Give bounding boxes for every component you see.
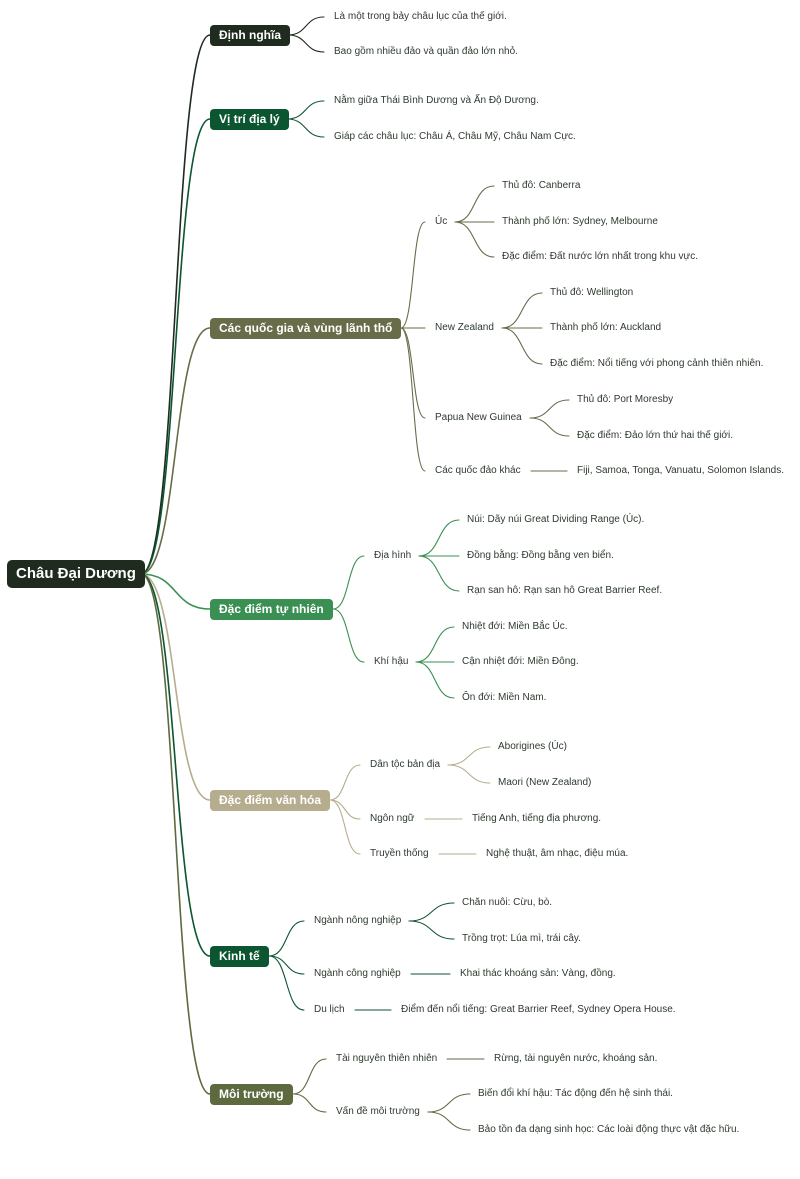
sub-connector — [292, 1058, 327, 1095]
branch-node-2[interactable]: Vị trí địa lý — [210, 108, 289, 130]
branch-node-5[interactable]: Đặc điểm văn hóa — [210, 789, 331, 811]
sub-node[interactable]: Khí hậu — [374, 656, 409, 667]
sub-connector — [400, 221, 426, 329]
sub-connector — [400, 327, 426, 419]
sub-node[interactable]: Truyền thống — [370, 848, 429, 859]
sub-node[interactable]: Úc — [435, 216, 448, 227]
sub-connector — [268, 955, 305, 1011]
branch-node-7[interactable]: Môi trường — [210, 1083, 293, 1105]
leaf-node[interactable]: Núi: Dãy núi Great Dividing Range (Úc). — [467, 514, 645, 525]
leaf-node[interactable]: Maori (New Zealand) — [498, 777, 592, 788]
leaf-node[interactable]: Đặc điểm: Đảo lớn thứ hai thế giới. — [577, 430, 733, 441]
leaf-node[interactable]: Biến đổi khí hậu: Tác động đến hệ sinh t… — [478, 1088, 673, 1099]
leaf-node[interactable]: Là một trong bảy châu lục của thế giới. — [334, 11, 507, 22]
leaf-node[interactable]: Điểm đến nổi tiếng: Great Barrier Reef, … — [401, 1004, 676, 1015]
leaf-connector — [287, 34, 325, 53]
leaf-connector — [415, 661, 455, 699]
leaf-node[interactable]: Chăn nuôi: Cừu, bò. — [462, 897, 553, 908]
leaf-connector — [408, 920, 455, 940]
leaf-connector — [286, 100, 325, 120]
leaf-connector — [287, 16, 325, 36]
sub-node[interactable]: Tài nguyên thiên nhiên — [336, 1053, 438, 1064]
sub-connector — [400, 327, 426, 472]
leaf-node[interactable]: Nằm giữa Thái Bình Dương và Ấn Độ Dương. — [334, 95, 539, 106]
sub-connector — [329, 799, 361, 855]
leaf-connector — [529, 399, 570, 419]
leaf-node[interactable]: Đồng bằng: Đồng bằng ven biển. — [467, 550, 614, 561]
leaf-node[interactable]: Fiji, Samoa, Tonga, Vanuatu, Solomon Isl… — [577, 465, 784, 476]
root-connector-4 — [140, 573, 211, 610]
sub-connector — [268, 920, 305, 957]
leaf-connector — [408, 902, 455, 922]
sub-node[interactable]: Du lịch — [314, 1004, 345, 1015]
leaf-connector — [501, 327, 543, 365]
branch-node-4[interactable]: Đặc điểm tự nhiên — [210, 598, 333, 620]
leaf-node[interactable]: Đặc điểm: Đất nước lớn nhất trong khu vự… — [502, 251, 699, 262]
leaf-node[interactable]: Nhiệt đới: Miền Bắc Úc. — [462, 621, 568, 632]
leaf-node[interactable]: Rạn san hô: Rạn san hô Great Barrier Ree… — [467, 585, 663, 596]
branch-node-3[interactable]: Các quốc gia và vùng lãnh thổ — [210, 317, 402, 339]
root-connector-6 — [140, 573, 211, 957]
sub-connector — [329, 764, 361, 801]
sub-connector — [268, 955, 305, 975]
leaf-connector — [454, 185, 495, 223]
sub-node[interactable]: Ngành nông nghiệp — [314, 915, 402, 926]
leaf-connector — [427, 1093, 471, 1113]
sub-connector — [329, 799, 361, 820]
sub-node[interactable]: Ngôn ngữ — [370, 813, 415, 824]
leaf-connector — [447, 764, 491, 784]
sub-node[interactable]: New Zealand — [435, 322, 494, 333]
leaf-connector — [286, 118, 325, 138]
sub-node[interactable]: Dân tộc bản địa — [370, 759, 441, 770]
sub-node[interactable]: Papua New Guinea — [435, 412, 522, 423]
leaf-node[interactable]: Trồng trọt: Lúa mì, trái cây. — [462, 933, 581, 944]
leaf-node[interactable]: Đặc điểm: Nổi tiếng với phong cảnh thiên… — [550, 358, 764, 369]
sub-node[interactable]: Ngành công nghiệp — [314, 968, 401, 979]
leaf-connector — [529, 417, 570, 437]
leaf-node[interactable]: Thủ đô: Canberra — [502, 180, 581, 191]
leaf-node[interactable]: Khai thác khoáng sản: Vàng, đồng. — [460, 968, 616, 979]
sub-node[interactable]: Địa hình — [374, 550, 412, 561]
leaf-connector — [447, 746, 491, 766]
sub-connector — [332, 608, 365, 663]
branch-node-6[interactable]: Kinh tế — [210, 945, 269, 967]
leaf-node[interactable]: Aborigines (Úc) — [498, 741, 567, 752]
leaf-node[interactable]: Nghệ thuật, âm nhạc, điệu múa. — [486, 848, 629, 859]
sub-node[interactable]: Vấn đề môi trường — [336, 1106, 420, 1117]
root-node[interactable]: Châu Đại Dương — [7, 560, 145, 588]
leaf-node[interactable]: Ôn đới: Miền Nam. — [462, 692, 547, 703]
leaf-node[interactable]: Cận nhiệt đới: Miền Đông. — [462, 656, 579, 667]
leaf-node[interactable]: Bảo tồn đa dạng sinh học: Các loài động … — [478, 1124, 740, 1135]
sub-connector — [292, 1093, 327, 1113]
root-connector-3 — [140, 327, 211, 575]
leaf-connector — [415, 626, 455, 663]
leaf-node[interactable]: Tiếng Anh, tiếng địa phương. — [472, 813, 602, 824]
root-connector-2 — [140, 118, 211, 575]
leaf-connector — [418, 555, 460, 592]
leaf-connector — [418, 519, 460, 557]
leaf-node[interactable]: Thành phố lớn: Sydney, Melbourne — [502, 216, 658, 227]
leaf-node[interactable]: Giáp các châu lục: Châu Á, Châu Mỹ, Châu… — [334, 131, 576, 142]
leaf-connector — [454, 221, 495, 258]
root-connector-5 — [140, 573, 211, 801]
leaf-node[interactable]: Bao gồm nhiều đảo và quần đảo lớn nhỏ. — [334, 46, 518, 57]
leaf-connector — [427, 1111, 471, 1131]
sub-connector — [332, 555, 365, 610]
leaf-connector — [501, 292, 543, 329]
leaf-node[interactable]: Thành phố lớn: Auckland — [550, 322, 662, 333]
leaf-node[interactable]: Thủ đô: Port Moresby — [577, 394, 674, 405]
leaf-node[interactable]: Rừng, tài nguyên nước, khoáng sản. — [494, 1053, 658, 1064]
branch-node-1[interactable]: Định nghĩa — [210, 24, 290, 46]
leaf-node[interactable]: Thủ đô: Wellington — [550, 287, 634, 298]
root-connector-1 — [140, 34, 211, 575]
sub-node[interactable]: Các quốc đảo khác — [435, 465, 521, 476]
root-connector-7 — [140, 573, 211, 1095]
